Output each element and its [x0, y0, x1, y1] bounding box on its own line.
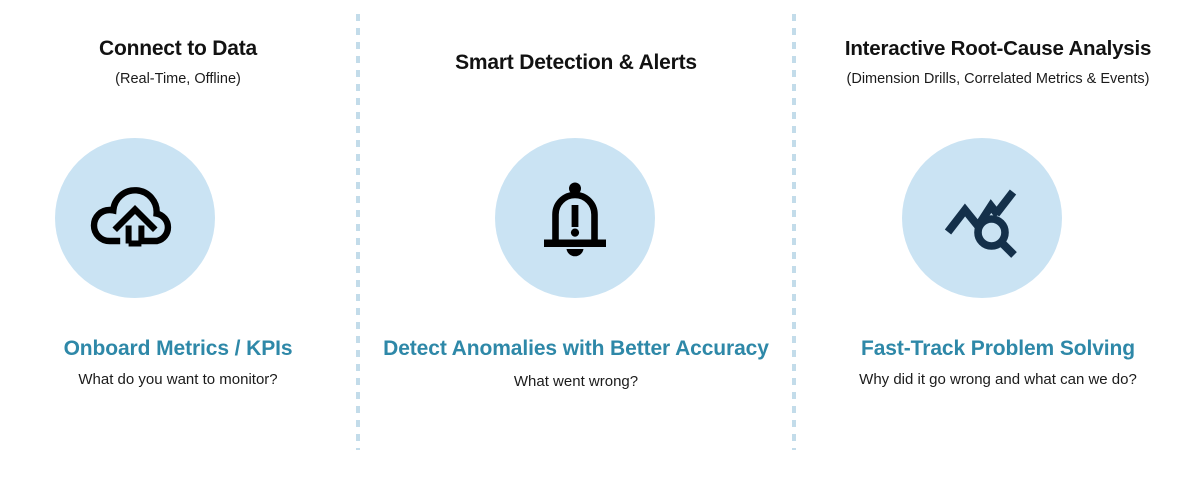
icon-circle-background	[495, 138, 655, 298]
column-2-header: Smart Detection & Alerts	[360, 0, 792, 84]
column-3-caption: Fast-Track Problem Solving Why did it go…	[796, 336, 1200, 389]
alert-bell-icon	[527, 170, 623, 266]
column-1-subtitle: (Real-Time, Offline)	[115, 71, 241, 88]
column-1-icon-badge	[55, 138, 215, 298]
chart-search-icon	[934, 170, 1030, 266]
column-divider-1	[356, 14, 360, 450]
column-2-caption: Detect Anomalies with Better Accuracy Wh…	[360, 336, 792, 391]
column-1-caption-subtitle: What do you want to monitor?	[78, 370, 278, 388]
column-3-title: Interactive Root-Cause Analysis	[844, 37, 1152, 60]
column-1-caption: Onboard Metrics / KPIs What do you want …	[0, 336, 356, 389]
column-1-title: Connect to Data	[98, 37, 257, 60]
column-1-caption-title: Onboard Metrics / KPIs	[63, 337, 293, 360]
column-2-icon-badge	[495, 138, 655, 298]
column-3-caption-title: Fast-Track Problem Solving	[861, 337, 1135, 360]
icon-circle-background	[55, 138, 215, 298]
column-3-caption-subtitle: Why did it go wrong and what can we do?	[859, 370, 1137, 388]
column-3-icon-badge	[902, 138, 1062, 298]
column-2-title: Smart Detection & Alerts	[455, 51, 697, 74]
column-smart-detection: Smart Detection & Alerts	[360, 0, 792, 484]
column-2-caption-title: Detect Anomalies with Better Accuracy	[383, 337, 769, 360]
cloud-upload-icon	[87, 170, 183, 266]
column-1-header: Connect to Data (Real-Time, Offline)	[0, 0, 356, 89]
column-connect-to-data: Connect to Data (Real-Time, Offline)	[0, 0, 356, 484]
column-root-cause-analysis: Interactive Root-Cause Analysis (Dimensi…	[796, 0, 1200, 484]
column-divider-2	[792, 14, 796, 450]
icon-circle-background	[902, 138, 1062, 298]
column-3-header: Interactive Root-Cause Analysis (Dimensi…	[796, 0, 1200, 88]
column-2-caption-subtitle: What went wrong?	[513, 372, 639, 390]
column-3-subtitle: (Dimension Drills, Correlated Metrics & …	[846, 70, 1150, 87]
